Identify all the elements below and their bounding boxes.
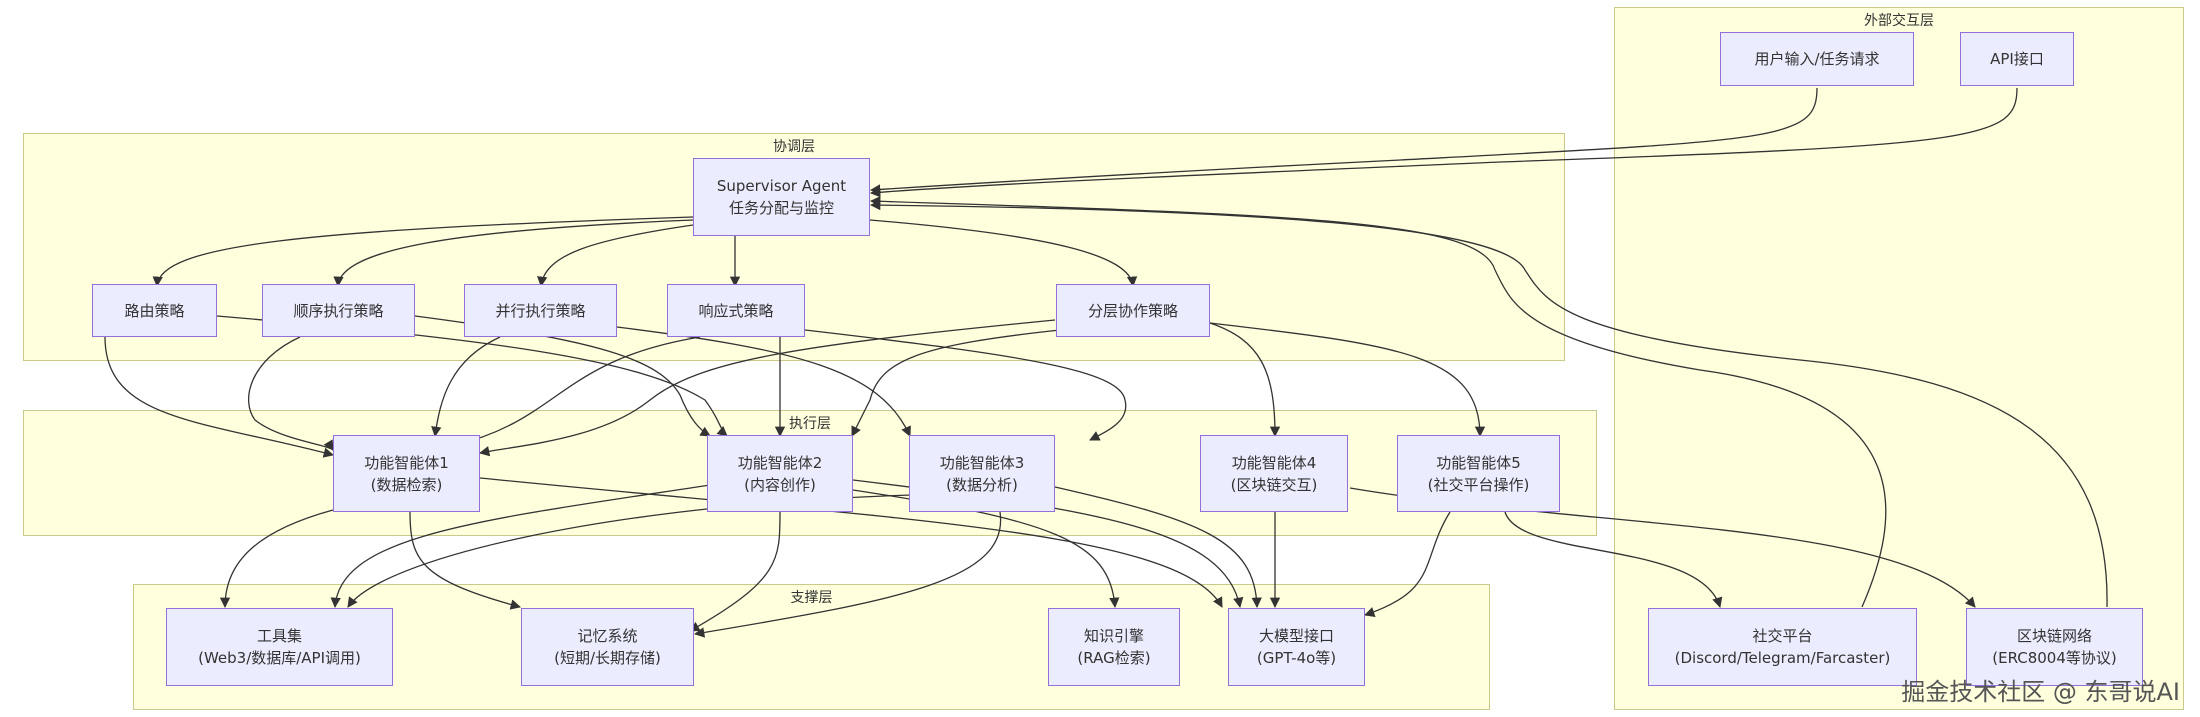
layer-title: 执行层 (789, 416, 831, 432)
route-strategy-node[interactable]: 路由策略 (92, 284, 217, 337)
edge-par-a1 (431, 336, 501, 438)
agent-5-node[interactable]: 功能智能体5 (社交平台操作) (1397, 435, 1560, 512)
supervisor-agent-node[interactable]: Supervisor Agent 任务分配与监控 (693, 158, 870, 236)
node-sublabel: (RAG检索) (1077, 649, 1151, 667)
node-label: API接口 (1990, 50, 2044, 68)
node-label: 分层协作策略 (1087, 301, 1178, 320)
hierarchical-strategy-node[interactable]: 分层协作策略 (1056, 284, 1210, 337)
node-label: 功能智能体2 (737, 453, 823, 472)
agent-2-node[interactable]: 功能智能体2 (内容创作) (707, 435, 853, 512)
node-sublabel: (区块链交互) (1230, 475, 1318, 494)
edge-a5-social (1504, 511, 1723, 608)
edge-a1-tools (219, 509, 334, 609)
edge-route-a1 (104, 336, 335, 458)
parallel-strategy-node[interactable]: 并行执行策略 (464, 284, 617, 337)
layer-title: 外部交互层 (1864, 13, 1934, 29)
edge-user-to-supervisor (869, 87, 1818, 195)
node-label: Supervisor Agent (716, 177, 847, 195)
agent-3-node[interactable]: 功能智能体3 (数据分析) (909, 435, 1055, 512)
edge-sup-route (152, 216, 694, 288)
node-sublabel: (数据分析) (946, 475, 1018, 494)
edge-hier-a4 (1209, 322, 1281, 438)
reactive-strategy-node[interactable]: 响应式策略 (667, 284, 805, 337)
edge-a2-tools (330, 484, 711, 609)
node-label: 工具集 (256, 627, 302, 645)
api-node[interactable]: API接口 (1960, 32, 2074, 86)
node-sublabel: (Discord/Telegram/Farcaster) (1674, 649, 1891, 667)
node-sublabel: 任务分配与监控 (728, 199, 834, 217)
edge-sup-hier (869, 219, 1138, 288)
node-sublabel: (数据检索) (370, 475, 443, 494)
knowledge-engine-node[interactable]: 知识引擎 (RAG检索) (1048, 608, 1180, 686)
edge-sup-seq (333, 219, 694, 288)
node-label: 功能智能体5 (1436, 453, 1521, 472)
edge-resp-a3 (804, 329, 1127, 441)
agent-1-node[interactable]: 功能智能体1 (数据检索) (333, 435, 480, 512)
edge-api-to-supervisor (869, 87, 2018, 198)
node-sublabel: (Web3/数据库/API调用) (198, 649, 361, 667)
node-label: 顺序执行策略 (293, 301, 384, 320)
edge-seq-a1 (248, 336, 334, 451)
edge-chain-sup (869, 199, 2108, 608)
node-label: 用户输入/任务请求 (1754, 50, 1880, 68)
edge-sup-par (537, 224, 694, 288)
edge-a5-llm (1364, 511, 1451, 617)
layer-external: 外部交互层 (1614, 7, 2184, 710)
edge-hier-a5 (1209, 322, 1486, 438)
node-sublabel: (ERC8004等协议) (1992, 649, 2117, 667)
node-label: 社交平台 (1752, 627, 1813, 645)
node-sublabel: (短期/长期存储) (554, 649, 661, 667)
node-label: 知识引擎 (1083, 627, 1144, 645)
node-label: 响应式策略 (698, 301, 774, 320)
blockchain-network-node[interactable]: 区块链网络 (ERC8004等协议) (1966, 608, 2143, 686)
social-platform-node[interactable]: 社交平台 (Discord/Telegram/Farcaster) (1648, 608, 1917, 686)
llm-interface-node[interactable]: 大模型接口 (GPT-4o等) (1228, 608, 1365, 686)
edge-a3-llm (1054, 486, 1262, 609)
node-label: 记忆系统 (577, 627, 638, 645)
node-sublabel: (内容创作) (744, 475, 816, 494)
edge-resp-a1 (453, 336, 701, 448)
edge-a1-memory (409, 511, 522, 610)
node-label: 功能智能体1 (364, 453, 449, 472)
sequential-strategy-node[interactable]: 顺序执行策略 (262, 284, 415, 337)
watermark: 掘金技术社区 @ 东哥说AI (1901, 678, 2180, 706)
layer-title: 协调层 (773, 139, 815, 155)
node-label: 路由策略 (124, 301, 185, 320)
node-label: 大模型接口 (1258, 627, 1334, 645)
edge-hier-a2 (851, 329, 1061, 437)
edge-a3-memory (693, 511, 1002, 638)
user-input-node[interactable]: 用户输入/任务请求 (1720, 32, 1914, 86)
edge-a2-memory (689, 511, 781, 632)
edge-par-a3 (616, 326, 911, 437)
node-label: 并行执行策略 (495, 301, 586, 320)
node-sublabel: (社交平台操作) (1427, 475, 1530, 494)
node-label: 功能智能体4 (1231, 453, 1317, 472)
edge-hier-a1 (478, 319, 1056, 457)
agent-4-node[interactable]: 功能智能体4 (区块链交互) (1200, 435, 1348, 512)
node-label: 功能智能体3 (939, 453, 1025, 472)
layer-title: 支撑层 (790, 590, 833, 606)
edge-a1-llm (479, 477, 1223, 608)
edge-social-sup (869, 196, 1887, 608)
toolset-node[interactable]: 工具集 (Web3/数据库/API调用) (166, 608, 393, 686)
memory-system-node[interactable]: 记忆系统 (短期/长期存储) (521, 608, 694, 686)
node-label: 区块链网络 (2016, 627, 2092, 645)
node-sublabel: (GPT-4o等) (1256, 649, 1337, 667)
